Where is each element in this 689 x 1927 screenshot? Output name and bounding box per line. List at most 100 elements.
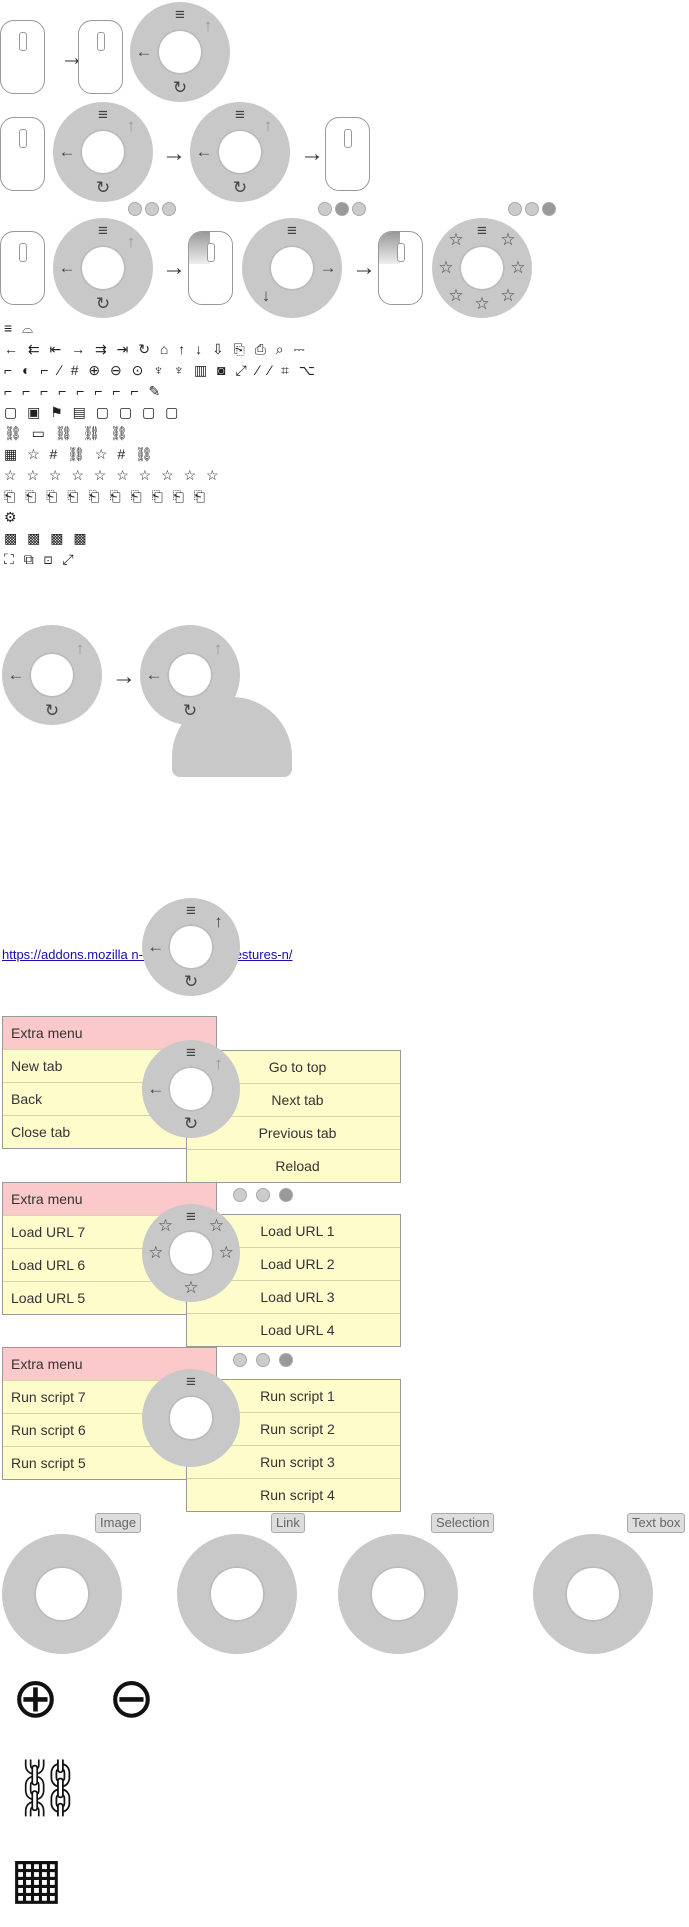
menu-item[interactable]: Reload bbox=[187, 1149, 400, 1182]
menu-item[interactable]: Load URL 3 bbox=[187, 1280, 400, 1313]
page-dot[interactable] bbox=[233, 1353, 247, 1367]
gesture-wheel: ≡ ↑ ← ↻ bbox=[53, 102, 153, 202]
undo-icon: ↻ bbox=[232, 178, 248, 197]
menu-item[interactable]: Load URL 6 bbox=[3, 1248, 216, 1281]
gesture-wheel: ← ↑ ↻ bbox=[140, 625, 240, 725]
undo-icon: ↻ bbox=[182, 701, 198, 720]
left-icon: ← bbox=[58, 142, 76, 161]
selection-context-wheel bbox=[338, 1534, 458, 1654]
left-icon: ← bbox=[145, 665, 163, 684]
menu-item[interactable]: Run script 7 bbox=[3, 1380, 216, 1413]
image-context-wheel bbox=[2, 1534, 122, 1654]
menu-icon: ≡ bbox=[287, 221, 297, 240]
menu-item[interactable]: Close tab bbox=[3, 1115, 216, 1148]
extra-menu-wheel: ≡ → ↓ bbox=[242, 218, 342, 318]
star-icon: ☆ bbox=[183, 1278, 199, 1298]
menu-item[interactable]: Load URL 2 bbox=[187, 1247, 400, 1280]
menu-item[interactable]: Run script 1 bbox=[260, 1388, 335, 1404]
left-icon: ← bbox=[58, 258, 76, 277]
page-dot[interactable] bbox=[352, 202, 366, 216]
icon-row: ← ⇇ ⇤ → ⇉ ⇥ ↻ ⌂ ↑ ↓ ⇩ ⎘ ⎙ ⌕ ⎓ bbox=[4, 341, 308, 357]
undo-icon: ↻ bbox=[95, 294, 111, 313]
context-tag-textbox: Text box bbox=[627, 1513, 686, 1533]
menu-item[interactable]: Load URL 7 bbox=[3, 1215, 216, 1248]
menu-item[interactable]: Run script 5 bbox=[3, 1446, 216, 1479]
menu-item[interactable]: Run script 4 bbox=[187, 1478, 400, 1511]
page-dot[interactable] bbox=[145, 202, 159, 216]
gesture-wheel: ≡ ↑ ← ↻ bbox=[53, 218, 153, 318]
page-dot[interactable] bbox=[542, 202, 556, 216]
up-icon: ↑ bbox=[203, 16, 213, 35]
menu-item[interactable]: Load URL 4 bbox=[187, 1313, 400, 1346]
undo-icon: ↻ bbox=[183, 972, 199, 992]
mouse-icon bbox=[0, 20, 45, 94]
load-url-wheel: ≡ ☆ ☆ ☆ ☆ ☆ bbox=[142, 1204, 240, 1302]
icon-row: ≡ ⌓ bbox=[4, 320, 37, 336]
link-icon: ⛓ bbox=[12, 1756, 84, 1819]
left-icon: ← bbox=[7, 665, 25, 684]
run-script-wheel: ≡ bbox=[142, 1369, 240, 1467]
menu-item[interactable]: Load URL 5 bbox=[3, 1281, 216, 1314]
left-icon: ← bbox=[135, 42, 153, 61]
gesture-wheel: ≡ ↑ ← ↻ bbox=[190, 102, 290, 202]
menu-item[interactable]: Next tab bbox=[187, 1083, 400, 1116]
page-dot[interactable] bbox=[279, 1353, 293, 1367]
menu-item[interactable]: Back bbox=[3, 1082, 216, 1115]
load-url-wheel: ≡ ☆ ☆ ☆ ☆ ☆ ☆ ☆ bbox=[432, 218, 532, 318]
textbox-context-wheel bbox=[533, 1534, 653, 1654]
star-icon: ☆ bbox=[218, 1243, 234, 1262]
menu-item[interactable]: Previous tab bbox=[187, 1116, 400, 1149]
star-icon: ☆ bbox=[500, 230, 516, 249]
page-dot[interactable] bbox=[256, 1353, 270, 1367]
mouse-icon bbox=[0, 117, 45, 191]
right-icon: → bbox=[319, 258, 337, 277]
gesture-wheel: ≡ ↑ ← ↻ bbox=[130, 2, 230, 102]
gesture-wheel: ≡ ↑ ← ↻ bbox=[142, 1040, 240, 1138]
mouse-pressed-icon bbox=[188, 231, 233, 305]
star-icon: ☆ bbox=[157, 1215, 174, 1235]
star-icon: ☆ bbox=[448, 230, 464, 249]
menu-item[interactable]: New tab bbox=[3, 1049, 216, 1082]
page-dot[interactable] bbox=[233, 1188, 247, 1202]
undo-icon: ↻ bbox=[44, 701, 60, 720]
star-icon: ☆ bbox=[474, 294, 490, 313]
undo-icon: ↻ bbox=[95, 178, 111, 197]
menu-icon: ≡ bbox=[186, 900, 196, 920]
down-icon: ↓ bbox=[261, 286, 271, 305]
page-dot[interactable] bbox=[318, 202, 332, 216]
page-dot[interactable] bbox=[128, 202, 142, 216]
page-dot[interactable] bbox=[256, 1188, 270, 1202]
page-dot[interactable] bbox=[279, 1188, 293, 1202]
icon-row: ⌐ ◐ ⌐ ⁄ # ⊕ ⊖ ⊙ ♆ ♆ ▥ ◙ ⤢ ⁄ ⁄ ⌗ ⌥ bbox=[4, 362, 318, 378]
left-icon: ← bbox=[147, 1079, 165, 1098]
menu-item[interactable]: Go to top bbox=[268, 1059, 327, 1075]
gesture-wheel: ≡ ↑ ← ↻ bbox=[142, 898, 240, 996]
page-dot[interactable] bbox=[508, 202, 522, 216]
menu-item[interactable]: Run script 6 bbox=[3, 1413, 216, 1446]
menu-item[interactable]: Load URL 1 bbox=[260, 1223, 335, 1239]
page-dot[interactable] bbox=[525, 202, 539, 216]
left-icon: ← bbox=[147, 937, 165, 956]
context-tag-selection: Selection bbox=[431, 1513, 495, 1533]
icon-row: ☆ ☆ ☆ ☆ ☆ ☆ ☆ ☆ ☆ ☆ bbox=[4, 467, 222, 483]
icon-row: ⚙ bbox=[4, 509, 20, 525]
mouse-icon bbox=[78, 20, 123, 94]
extra-menu-right: Load URL 1 Load URL 2 Load URL 3 Load UR… bbox=[186, 1214, 401, 1347]
icon-row: ⌐ ⌐ ⌐ ⌐ ⌐ ⌐ ⌐ ⌐ ✎ bbox=[4, 383, 164, 399]
menu-item[interactable]: Run script 3 bbox=[187, 1445, 400, 1478]
star-icon: ☆ bbox=[208, 1215, 225, 1235]
icon-row: ▦ ☆ # ⛓ ☆ # ⛓ bbox=[4, 446, 156, 462]
icon-row: ⛶ ⧉ ⊡ ⤢ bbox=[4, 551, 77, 567]
menu-icon: ≡ bbox=[477, 221, 487, 240]
star-icon: ☆ bbox=[148, 1243, 164, 1262]
arrow-right-icon: → bbox=[112, 663, 136, 690]
context-tag-image: Image bbox=[95, 1513, 142, 1533]
page-dot[interactable] bbox=[162, 202, 176, 216]
icon-row: ▢ ▣ ⚑ ▤ ▢ ▢ ▢ ▢ bbox=[4, 404, 182, 420]
up-icon: ↑ bbox=[213, 639, 223, 658]
menu-item[interactable]: Run script 2 bbox=[187, 1412, 400, 1445]
star-icon: ☆ bbox=[438, 258, 454, 277]
page-dot[interactable] bbox=[335, 202, 349, 216]
link-context-wheel bbox=[177, 1534, 297, 1654]
menu-icon: ≡ bbox=[235, 105, 245, 124]
